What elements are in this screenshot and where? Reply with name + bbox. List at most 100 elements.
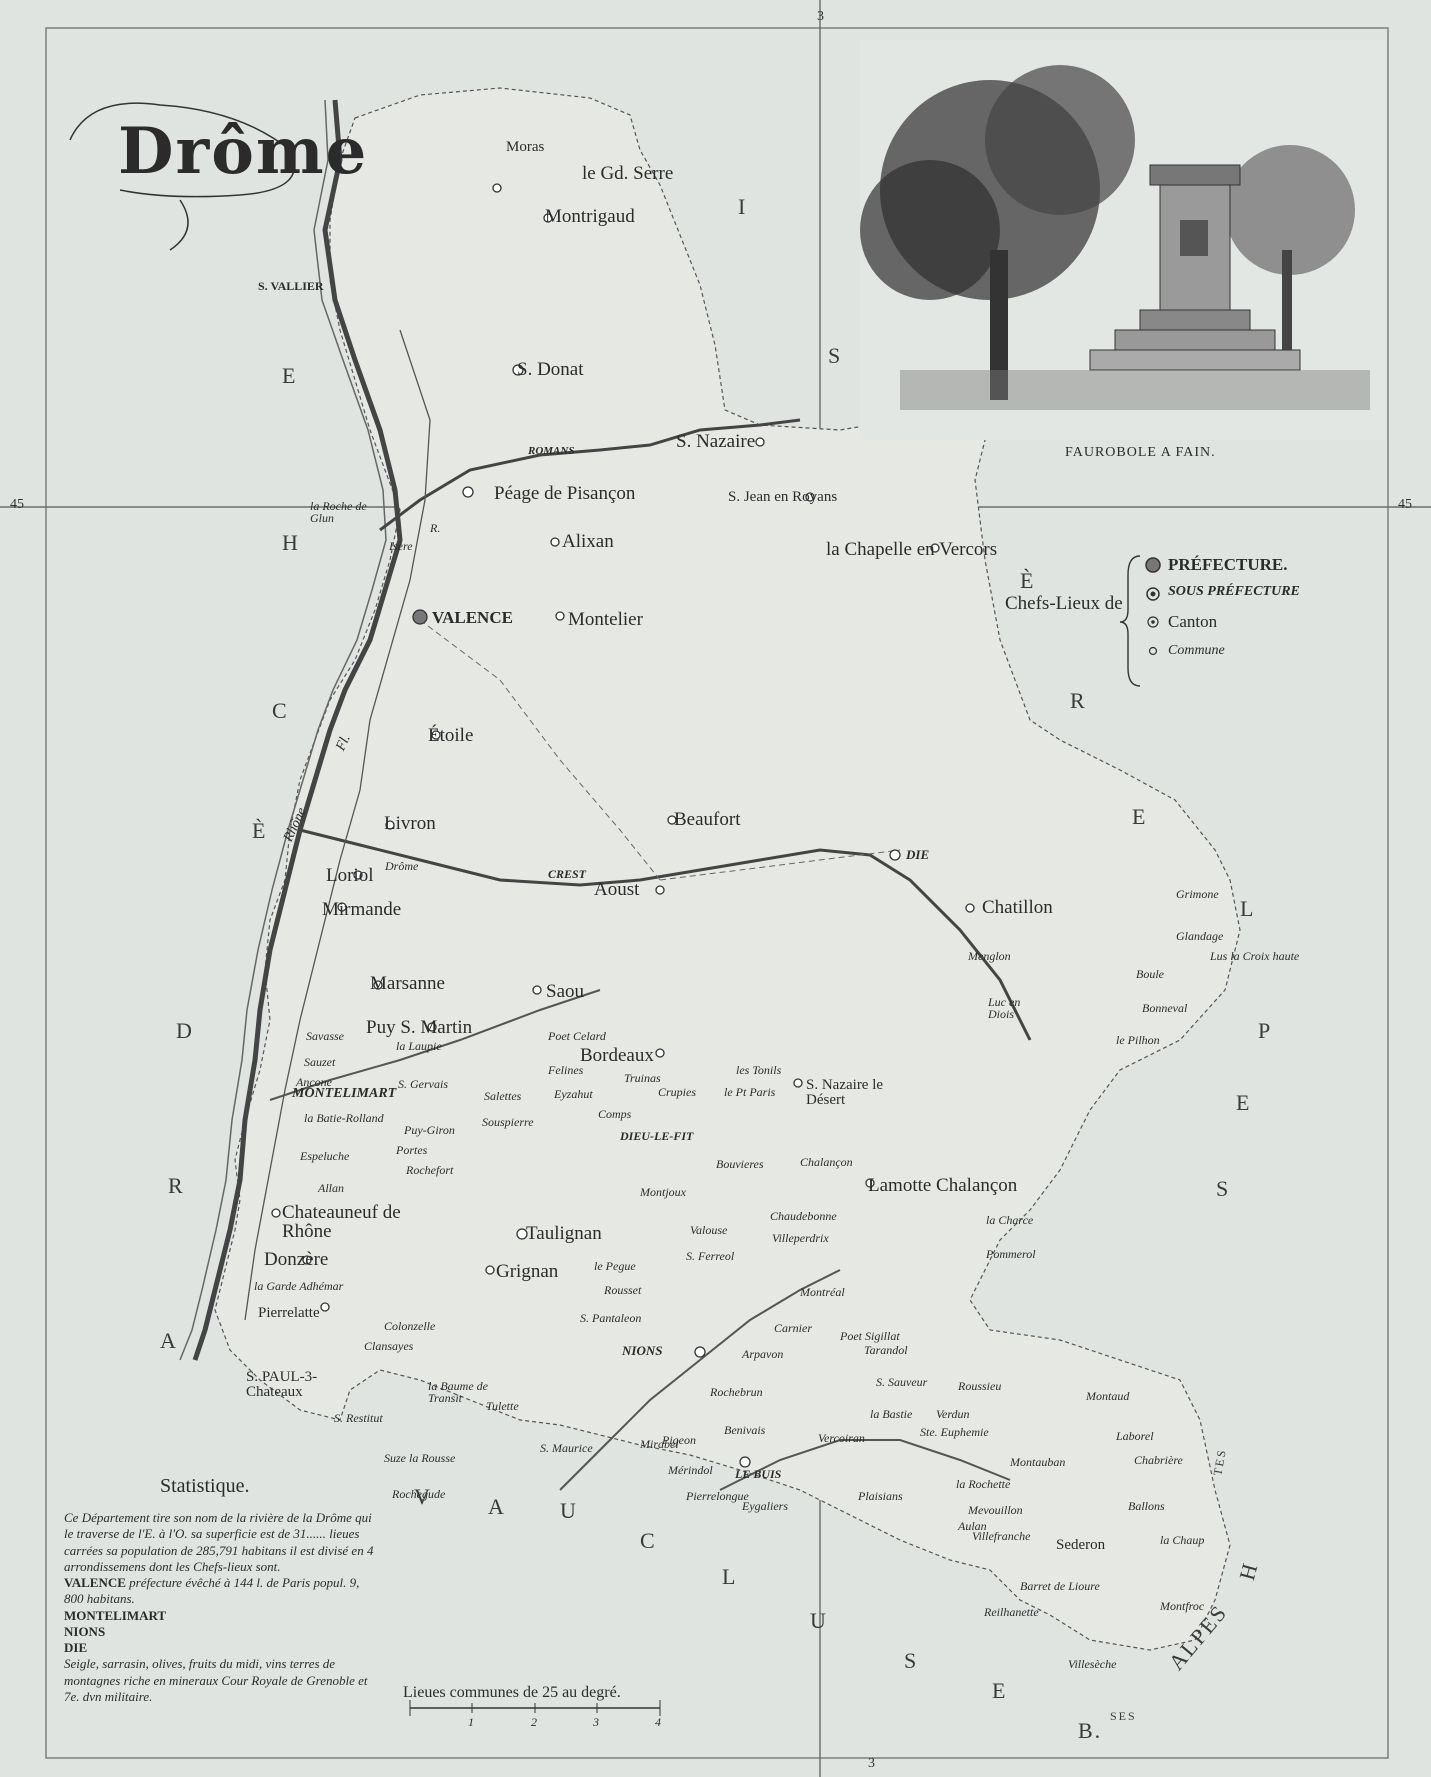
town-allan: Allan: [318, 1181, 344, 1195]
town-marsanne: Marsanne: [370, 973, 445, 994]
town-dieu-le-fit: DIEU-LE-FIT: [620, 1129, 694, 1143]
town-le-pt-paris: le Pt Paris: [724, 1085, 776, 1099]
town-suze: Suze la Rousse: [384, 1451, 456, 1465]
town-felines: Felines: [548, 1063, 584, 1077]
town-grignan: Grignan: [496, 1261, 559, 1282]
town-menglon: Menglon: [968, 949, 1011, 963]
town-rousset: Rousset: [604, 1283, 642, 1297]
isere-letter-3: È: [1020, 568, 1036, 593]
vaucluse-letter-7: S: [904, 1648, 919, 1673]
top-edge-label: 3: [817, 9, 824, 24]
town-romans: ROMANS: [528, 445, 575, 457]
right-edge-label: 45: [1398, 497, 1412, 512]
town-rochefort: Rochefort: [406, 1163, 454, 1177]
town-le-pegue: le Pegue: [594, 1259, 636, 1273]
legend-canton: Canton: [1168, 612, 1218, 631]
town-s-ferreol: S. Ferreol: [686, 1249, 735, 1263]
town-s-maurice: S. Maurice: [540, 1441, 593, 1455]
town-portes: Portes: [396, 1143, 428, 1157]
town-laborel: Laborel: [1116, 1429, 1154, 1443]
isere-letter-5: E: [1132, 804, 1148, 829]
main-road: [244, 329, 431, 1321]
town-s-pantaleon: S. Pantaleon: [580, 1311, 642, 1325]
town-chabriere: Chabrière: [1134, 1453, 1183, 1467]
town-rochegude: Rochegude: [392, 1487, 446, 1501]
commune-symbol: [1148, 646, 1158, 656]
town-pierrelongue: Pierrelongue: [686, 1489, 749, 1503]
hautes-alpes-letter-2: P: [1258, 1018, 1273, 1043]
town-pigeon: Pigeon: [662, 1433, 696, 1447]
monument-illustration: [1089, 164, 1301, 371]
map-frame: [45, 27, 1389, 1759]
town-montjoux: Montjoux: [640, 1185, 686, 1199]
town-roussieu: Roussieu: [958, 1379, 1002, 1393]
town-les-tonils: les Tonils: [736, 1063, 782, 1077]
statistics-sub-2: NIONS: [64, 1623, 106, 1639]
map-title: Drôme: [118, 114, 369, 189]
scale-title: Lieues communes de 25 au degré.: [403, 1684, 621, 1701]
town-la-chapelle: la Chapelle en Vercors: [826, 539, 998, 560]
town-st-euphemie: Ste. Euphemie: [920, 1425, 989, 1439]
road-die: [659, 849, 901, 881]
illustration-caption: FAUROBOLE A FAIN.: [1065, 445, 1216, 460]
ground-shading: [900, 370, 1370, 410]
vaucluse-letter-8: E: [992, 1678, 1008, 1703]
town-truinas: Truinas: [624, 1071, 661, 1085]
statistics-sub-1: MONTELIMART: [64, 1607, 167, 1623]
town-la-batie: la Batie-Rolland: [304, 1111, 384, 1125]
town-puy-giron: Puy-Giron: [404, 1123, 455, 1137]
town-nions: NIONS: [622, 1343, 663, 1358]
town-saou: Saou: [546, 981, 584, 1002]
town-montrigaud: Montrigaud: [545, 206, 635, 227]
town-markers: [271, 183, 975, 1468]
town-colonzelle: Colonzelle: [384, 1319, 436, 1333]
town-crupies: Crupies: [658, 1085, 697, 1099]
hautes-alpes-letter-3: E: [1236, 1090, 1252, 1115]
town-montauban: Montauban: [1010, 1455, 1066, 1469]
town-crest: CREST: [548, 867, 587, 881]
town-comps: Comps: [598, 1107, 632, 1121]
legend-prefecture: PRÉFECTURE.: [1168, 555, 1288, 574]
town-la-baume: la Baume de Transit: [428, 1379, 488, 1405]
town-salettes: Salettes: [484, 1089, 522, 1103]
legend-heading: Chefs-Lieux de: [1005, 593, 1123, 614]
town-plaisians: Plaisians: [858, 1489, 903, 1503]
town-grimone: Grimone: [1176, 887, 1219, 901]
town-tarandol: Tarandol: [864, 1343, 908, 1357]
town-lamotte: Lamotte Chalançon: [868, 1175, 1018, 1196]
basses-alpes-label-1: B.: [1078, 1718, 1103, 1743]
legend-bracket: [1119, 555, 1141, 687]
town-mirmande: Mirmande: [322, 899, 402, 920]
town-livron: Livron: [384, 813, 436, 834]
town-die: DIE: [906, 847, 930, 862]
left-edge-label: 45: [10, 497, 24, 512]
sous-prefecture-symbol-core: [1150, 591, 1156, 597]
vaucluse-letter-1: V: [414, 1484, 432, 1509]
ouveze-river: [719, 1439, 1011, 1491]
town-etoile: Étoile: [428, 725, 474, 746]
town-montelimart: MONTELIMART: [292, 1086, 397, 1101]
town-bouvieres: Bouvieres: [716, 1157, 764, 1171]
isere-letter-2: S: [828, 343, 843, 368]
isere-letter-4: R: [1070, 688, 1087, 713]
river-label-drome: Drôme: [385, 859, 419, 873]
town-benivais: Benivais: [724, 1423, 766, 1437]
town-merindol: Mérindol: [668, 1463, 713, 1477]
town-s-gervais: S. Gervais: [398, 1077, 448, 1091]
town-clansayes: Clansayes: [364, 1339, 414, 1353]
statistics-body: Ce Département tire son nom de la rivièr…: [64, 1510, 374, 1574]
town-ballons: Ballons: [1128, 1499, 1165, 1513]
canton-symbol: [1147, 616, 1159, 628]
town-s-nazaire: S. Nazaire: [676, 431, 756, 452]
town-peage: Péage de Pisançon: [494, 483, 636, 504]
tree-illustration: [860, 65, 1355, 400]
ardeche-letter-7: E: [282, 363, 298, 388]
town-barret: Barret de Lioure: [1020, 1579, 1100, 1593]
town-villefranche: Villefranche: [972, 1529, 1031, 1543]
town-le-gd-serre: le Gd. Serre: [582, 163, 674, 184]
town-lus: Lus la Croix haute: [1210, 949, 1300, 963]
town-la-bastie: la Bastie: [870, 1407, 913, 1421]
canton-symbol-core: [1151, 620, 1155, 624]
ardeche-letter-6: H: [282, 530, 300, 555]
